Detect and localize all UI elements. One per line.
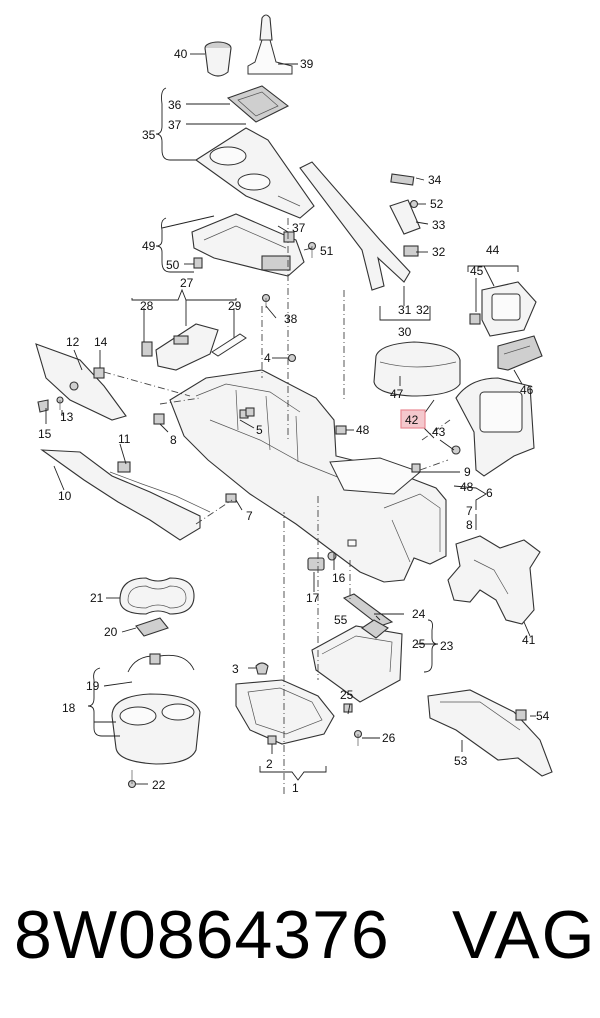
callout-10: 10 bbox=[58, 489, 72, 503]
callout-45: 45 bbox=[470, 264, 484, 278]
exploded-parts-diagram: 40 39 36 35 37 37 34 52 33 32 49 51 50 2… bbox=[35, 14, 553, 795]
rear-clips-part bbox=[335, 425, 461, 473]
callout-38: 38 bbox=[284, 312, 298, 326]
cupholder-cable-part bbox=[127, 653, 195, 673]
lower-side-trim-part bbox=[40, 413, 237, 541]
callout-22: 22 bbox=[152, 778, 166, 792]
callout-19: 19 bbox=[86, 679, 100, 693]
callout-41: 41 bbox=[522, 633, 536, 647]
callout-8: 8 bbox=[466, 518, 473, 532]
armrest-lid-part bbox=[373, 341, 461, 397]
callout-37: 37 bbox=[292, 221, 306, 235]
callout-51: 51 bbox=[320, 244, 334, 258]
callout-37: 37 bbox=[168, 118, 182, 132]
callout-33: 33 bbox=[432, 218, 446, 232]
callout-4: 4 bbox=[264, 351, 271, 365]
callout-24: 24 bbox=[412, 607, 426, 621]
storage-tray-part bbox=[311, 593, 403, 746]
brand-text: VAG bbox=[452, 897, 597, 973]
callout-32: 32 bbox=[432, 245, 446, 259]
callout-48: 48 bbox=[460, 480, 474, 494]
callout-15: 15 bbox=[38, 427, 52, 441]
callout-46: 46 bbox=[520, 383, 534, 397]
callout-53: 53 bbox=[454, 754, 468, 768]
callout-12: 12 bbox=[66, 335, 80, 349]
callout-29: 29 bbox=[228, 299, 242, 313]
cupholder-pad-part bbox=[135, 617, 169, 637]
center-console-main-part bbox=[169, 369, 447, 583]
callout-1: 1 bbox=[292, 781, 299, 795]
callout-43: 43 bbox=[432, 425, 446, 439]
cupholder-ring-part bbox=[119, 577, 195, 615]
cupholder-housing-part bbox=[111, 693, 201, 789]
callout-28: 28 bbox=[140, 299, 154, 313]
lower-tray-part bbox=[235, 662, 335, 745]
callout-9: 9 bbox=[464, 465, 471, 479]
callout-31: 31 bbox=[398, 303, 412, 317]
callout-11: 11 bbox=[118, 432, 131, 446]
rear-panel-part bbox=[455, 377, 535, 477]
callout-7: 7 bbox=[466, 504, 473, 518]
callout-14: 14 bbox=[94, 335, 108, 349]
callout-2: 2 bbox=[266, 757, 273, 771]
callout-8: 8 bbox=[170, 433, 177, 447]
center-trim-panel-part bbox=[195, 127, 315, 219]
highlighted-part-42-box bbox=[400, 409, 426, 429]
callout-42: 42 bbox=[405, 413, 419, 427]
rear-vent-part bbox=[481, 281, 537, 337]
callout-39: 39 bbox=[300, 57, 314, 71]
shift-boot-frame-part bbox=[226, 85, 290, 123]
callout-27: 27 bbox=[180, 276, 194, 290]
small-clip-parts bbox=[193, 173, 481, 325]
assembly-guide-lines bbox=[103, 218, 451, 794]
callout-25: 25 bbox=[412, 637, 426, 651]
part-number-text: 8W0864376 bbox=[14, 897, 390, 973]
callout-21: 21 bbox=[90, 591, 104, 605]
callout-47: 47 bbox=[390, 387, 404, 401]
floor-bracket-part bbox=[427, 689, 553, 777]
callout-5: 5 bbox=[256, 423, 263, 437]
callout-40: 40 bbox=[174, 47, 188, 61]
usb-module-part bbox=[141, 323, 247, 371]
callout-54: 54 bbox=[536, 709, 550, 723]
side-panel-left-part bbox=[35, 343, 127, 421]
callout-3: 3 bbox=[232, 662, 239, 676]
callout-34: 34 bbox=[428, 173, 442, 187]
callout-18: 18 bbox=[62, 701, 76, 715]
part-number-labels: 40 39 36 35 37 37 34 52 33 32 49 51 50 2… bbox=[38, 47, 550, 795]
callout-16: 16 bbox=[332, 571, 346, 585]
callout-30: 30 bbox=[398, 325, 412, 339]
callout-23: 23 bbox=[440, 639, 454, 653]
rear-bracket-part bbox=[447, 535, 541, 625]
callout-55: 55 bbox=[334, 613, 348, 627]
callout-48: 48 bbox=[356, 423, 370, 437]
callout-20: 20 bbox=[104, 625, 118, 639]
callout-17: 17 bbox=[306, 591, 320, 605]
shift-knob-part bbox=[247, 14, 293, 75]
callout-6: 6 bbox=[486, 486, 493, 500]
callout-25: 25 bbox=[340, 688, 354, 702]
callout-26: 26 bbox=[382, 731, 396, 745]
callout-7: 7 bbox=[246, 509, 253, 523]
callout-36: 36 bbox=[168, 98, 182, 112]
callout-52: 52 bbox=[430, 197, 444, 211]
callout-44: 44 bbox=[486, 243, 500, 257]
misc-fastener-parts bbox=[56, 353, 337, 571]
callout-35: 35 bbox=[142, 128, 156, 142]
callout-50: 50 bbox=[166, 258, 180, 272]
callout-32: 32 bbox=[416, 303, 430, 317]
callout-49: 49 bbox=[142, 239, 156, 253]
callout-13: 13 bbox=[60, 410, 74, 424]
side-trim-strip-part bbox=[299, 161, 411, 291]
rear-switch-part bbox=[497, 335, 543, 371]
leader-lines bbox=[45, 53, 536, 785]
ashtray-insert-part bbox=[204, 41, 232, 77]
switch-carrier-part bbox=[191, 213, 305, 277]
